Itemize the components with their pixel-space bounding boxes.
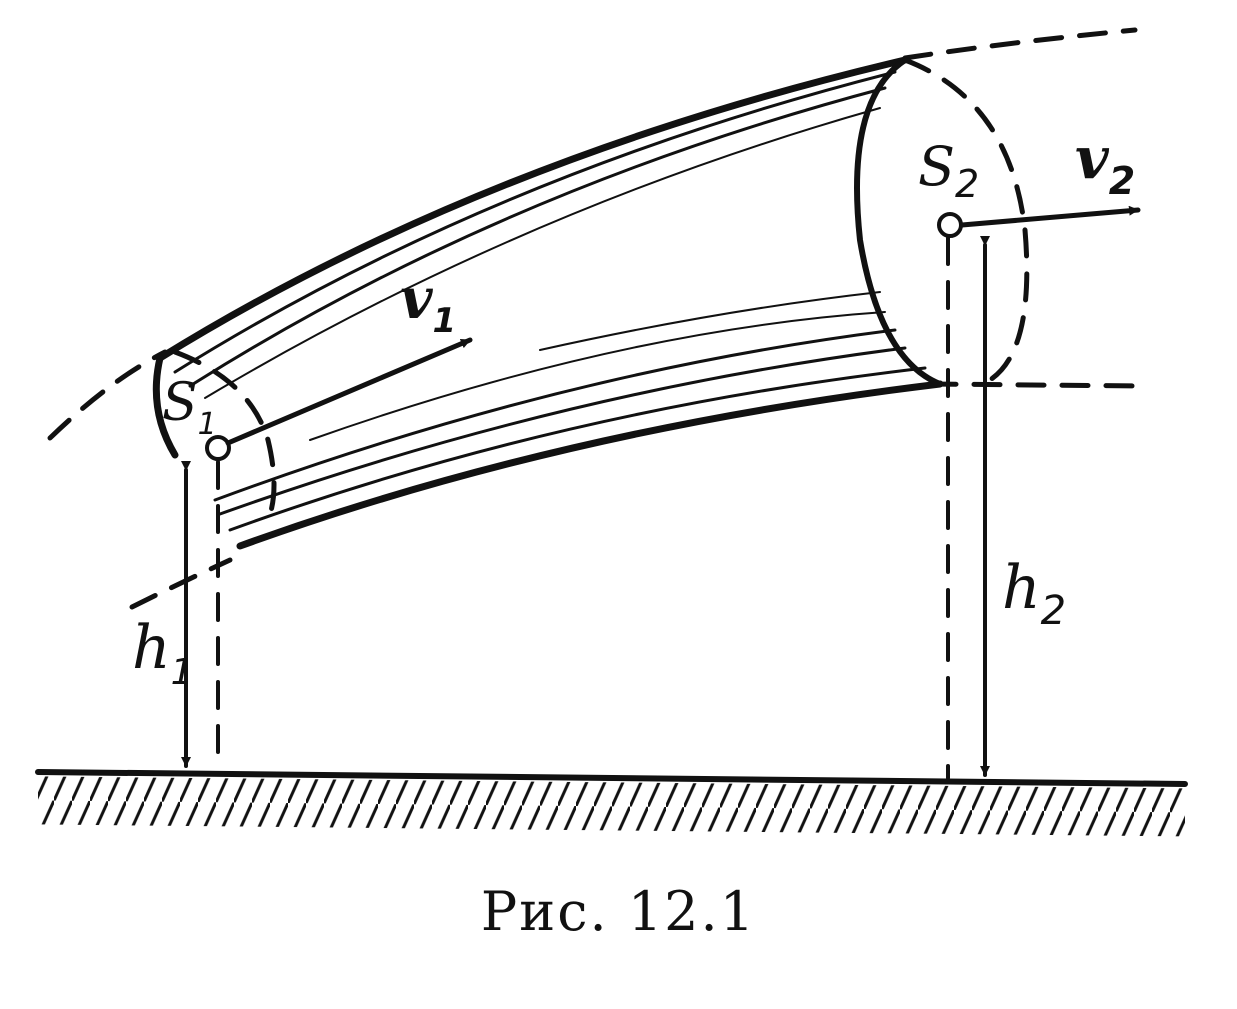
velocity-vectors (225, 205, 1141, 446)
label-v2: v2 (1075, 124, 1135, 203)
ground (35, 769, 1188, 837)
height-lines (181, 236, 990, 780)
label-h2: h2 (1002, 553, 1066, 634)
dashed-envelope-lines (47, 27, 1143, 610)
figure-caption: Рис. 12.1 (480, 880, 757, 943)
label-s2: S2 (918, 135, 979, 206)
v2-arrow (959, 205, 1141, 228)
stream-tube (156, 56, 944, 550)
v1-arrow (225, 337, 473, 446)
label-v1: v1 (400, 266, 456, 341)
cross-section-s1 (152, 349, 277, 523)
label-s1: S1 (162, 373, 217, 442)
label-h1: h1 (132, 613, 194, 693)
